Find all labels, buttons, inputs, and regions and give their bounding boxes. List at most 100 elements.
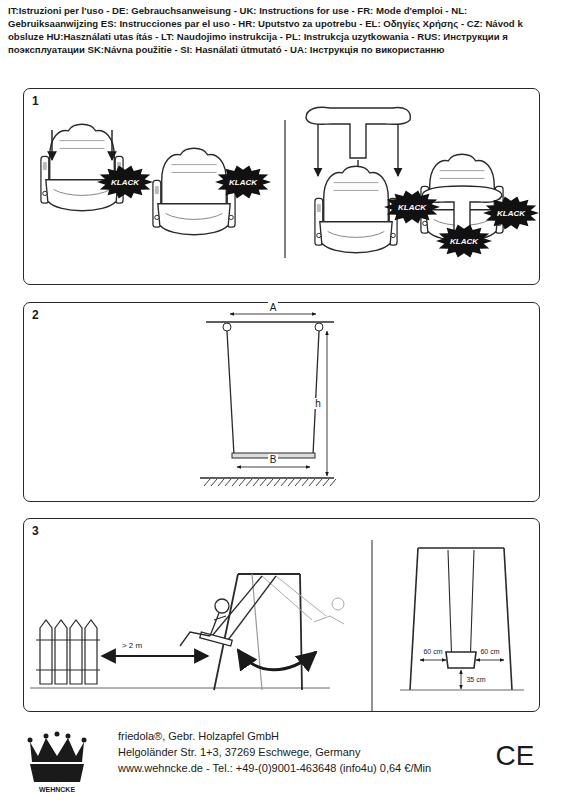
swing-dimension-drawing-part-part — [288, 479, 294, 486]
seat-assembly-step-a-part — [153, 148, 235, 235]
swing-front-view-part — [410, 548, 418, 690]
swing-dimension-drawing-part-part — [211, 479, 217, 486]
swing-dimension-drawing-part-part — [260, 479, 266, 486]
swing-clearance-drawing-part — [30, 688, 330, 689]
ghost-swing — [262, 576, 344, 624]
swing-dimension-drawing-part — [206, 321, 334, 322]
swing-dimension-drawing-part — [327, 331, 328, 476]
step-panel: 1KLACK KLACK KLACK KLACK KLACK — [23, 88, 540, 285]
ghost-swing-part — [262, 576, 312, 620]
distance-label: > 2 m — [120, 642, 144, 651]
seat-assembly-step-b-part — [315, 166, 397, 253]
burst-outline — [384, 190, 440, 223]
swing-front-view-part — [446, 652, 476, 668]
seat-assembly-step-b-part — [317, 124, 318, 176]
sound-word: KLACK — [384, 203, 440, 212]
swing-dimension-drawing-part-part — [232, 479, 238, 486]
ghost-swing-part — [332, 598, 344, 610]
swing-frame-part — [238, 573, 300, 575]
swing-front-view-part — [470, 550, 474, 668]
dimension-label: h — [313, 398, 323, 409]
ghost-swing-part — [276, 576, 326, 616]
sound-word: KLACK — [97, 178, 153, 187]
swing-clearance-drawing — [30, 540, 524, 712]
burst-outline — [436, 224, 492, 257]
seat-assembly-step-b-part — [397, 124, 398, 176]
swing-frame-part — [300, 574, 302, 690]
swing-dimension-drawing-part — [313, 331, 319, 455]
swing-dimension-drawing-part — [200, 477, 334, 478]
swing-dimension-drawing-part-part — [204, 479, 210, 486]
crown-logo — [28, 732, 87, 783]
swing-clearance-drawing-part — [476, 660, 504, 661]
seat-assembly-step-a-part — [41, 124, 123, 211]
swing-front-view-part — [504, 548, 512, 690]
burst-outline — [215, 165, 271, 198]
swing-clearance-drawing-part — [238, 650, 316, 670]
swing-clearance-drawing-part — [461, 670, 462, 689]
crown-logo-part — [82, 738, 87, 743]
front-bar — [306, 107, 410, 158]
sound-word: KLACK — [215, 178, 271, 187]
dimension-label: B — [268, 454, 279, 465]
swing-dimension-drawing-part-part — [309, 479, 315, 486]
seat-assembly-step-a-part — [111, 130, 112, 160]
swing-dimension-drawing-part-part — [295, 479, 301, 486]
crown-logo-part — [30, 764, 84, 782]
step-number: 1 — [32, 94, 39, 108]
fence-part — [70, 620, 82, 684]
swing-front-view — [400, 548, 524, 690]
sound-word: KLACK — [436, 237, 492, 246]
crown-logo-part — [30, 738, 84, 762]
ce-mark: CE — [496, 741, 535, 772]
crown-logo-part — [55, 732, 60, 737]
child-on-swing-part — [228, 576, 276, 640]
dimension-label: A — [268, 302, 279, 313]
swing-dimension-drawing-part-part — [330, 479, 336, 486]
company-contact: www.wehncke.de - Tel.: +49-(0)9001-46364… — [118, 762, 431, 774]
child-on-swing-part — [180, 613, 226, 646]
swing-frame-part — [252, 574, 262, 690]
klack-burst: KLACK — [97, 165, 153, 199]
child-on-swing-part — [215, 599, 229, 613]
step-panel: 2 — [23, 302, 540, 502]
swing-dimension-drawing-part-part — [281, 479, 287, 486]
crown-logo-part — [44, 734, 49, 739]
language-list: IT:Istruzioni per l'uso - DE: Gebrauchsa… — [8, 5, 556, 57]
swing-dimension-drawing-part-part — [246, 479, 252, 486]
swing-dimension-drawing-part-part — [225, 479, 231, 486]
step-number: 3 — [32, 524, 39, 538]
seat-assembly-step-a — [41, 124, 235, 235]
child-on-swing — [180, 576, 276, 646]
fence-part — [55, 620, 67, 684]
dimension-label: 60 cm — [478, 648, 501, 656]
swing-dimension-drawing-part-part — [218, 479, 224, 486]
dimension-label: 60 cm — [421, 648, 444, 656]
crown-logo-part — [66, 734, 71, 739]
swing-front-view-part — [418, 547, 504, 549]
swing-dimension-drawing-part-part — [274, 479, 280, 486]
klack-burst: KLACK — [215, 165, 271, 199]
step-panel: 3 — [23, 518, 540, 712]
burst-outline — [483, 196, 539, 229]
dimension-label: 35 cm — [464, 676, 487, 684]
brand-name: WEHNCKE — [39, 786, 75, 794]
swing-frame — [214, 574, 302, 690]
swing-front-view-part — [400, 690, 524, 691]
step-number: 2 — [32, 308, 39, 322]
swing-dimension-drawing-part-part — [239, 479, 245, 486]
sound-word: KLACK — [483, 209, 539, 218]
divider — [284, 120, 285, 258]
fence-part — [40, 620, 52, 684]
klack-burst: KLACK — [436, 224, 492, 258]
swing-front-view-part — [448, 550, 452, 668]
crown-logo-part — [28, 738, 33, 743]
fence-part — [36, 669, 100, 670]
seat-assembly-step-a-part — [51, 130, 52, 160]
swing-clearance-drawing-part — [372, 540, 373, 712]
ghost-swing-part — [314, 616, 344, 624]
swing-dimension-drawing-part — [223, 323, 231, 331]
fence — [36, 620, 100, 684]
swing-dimension-drawing-part — [227, 331, 234, 455]
swing-clearance-drawing-part — [420, 660, 446, 661]
